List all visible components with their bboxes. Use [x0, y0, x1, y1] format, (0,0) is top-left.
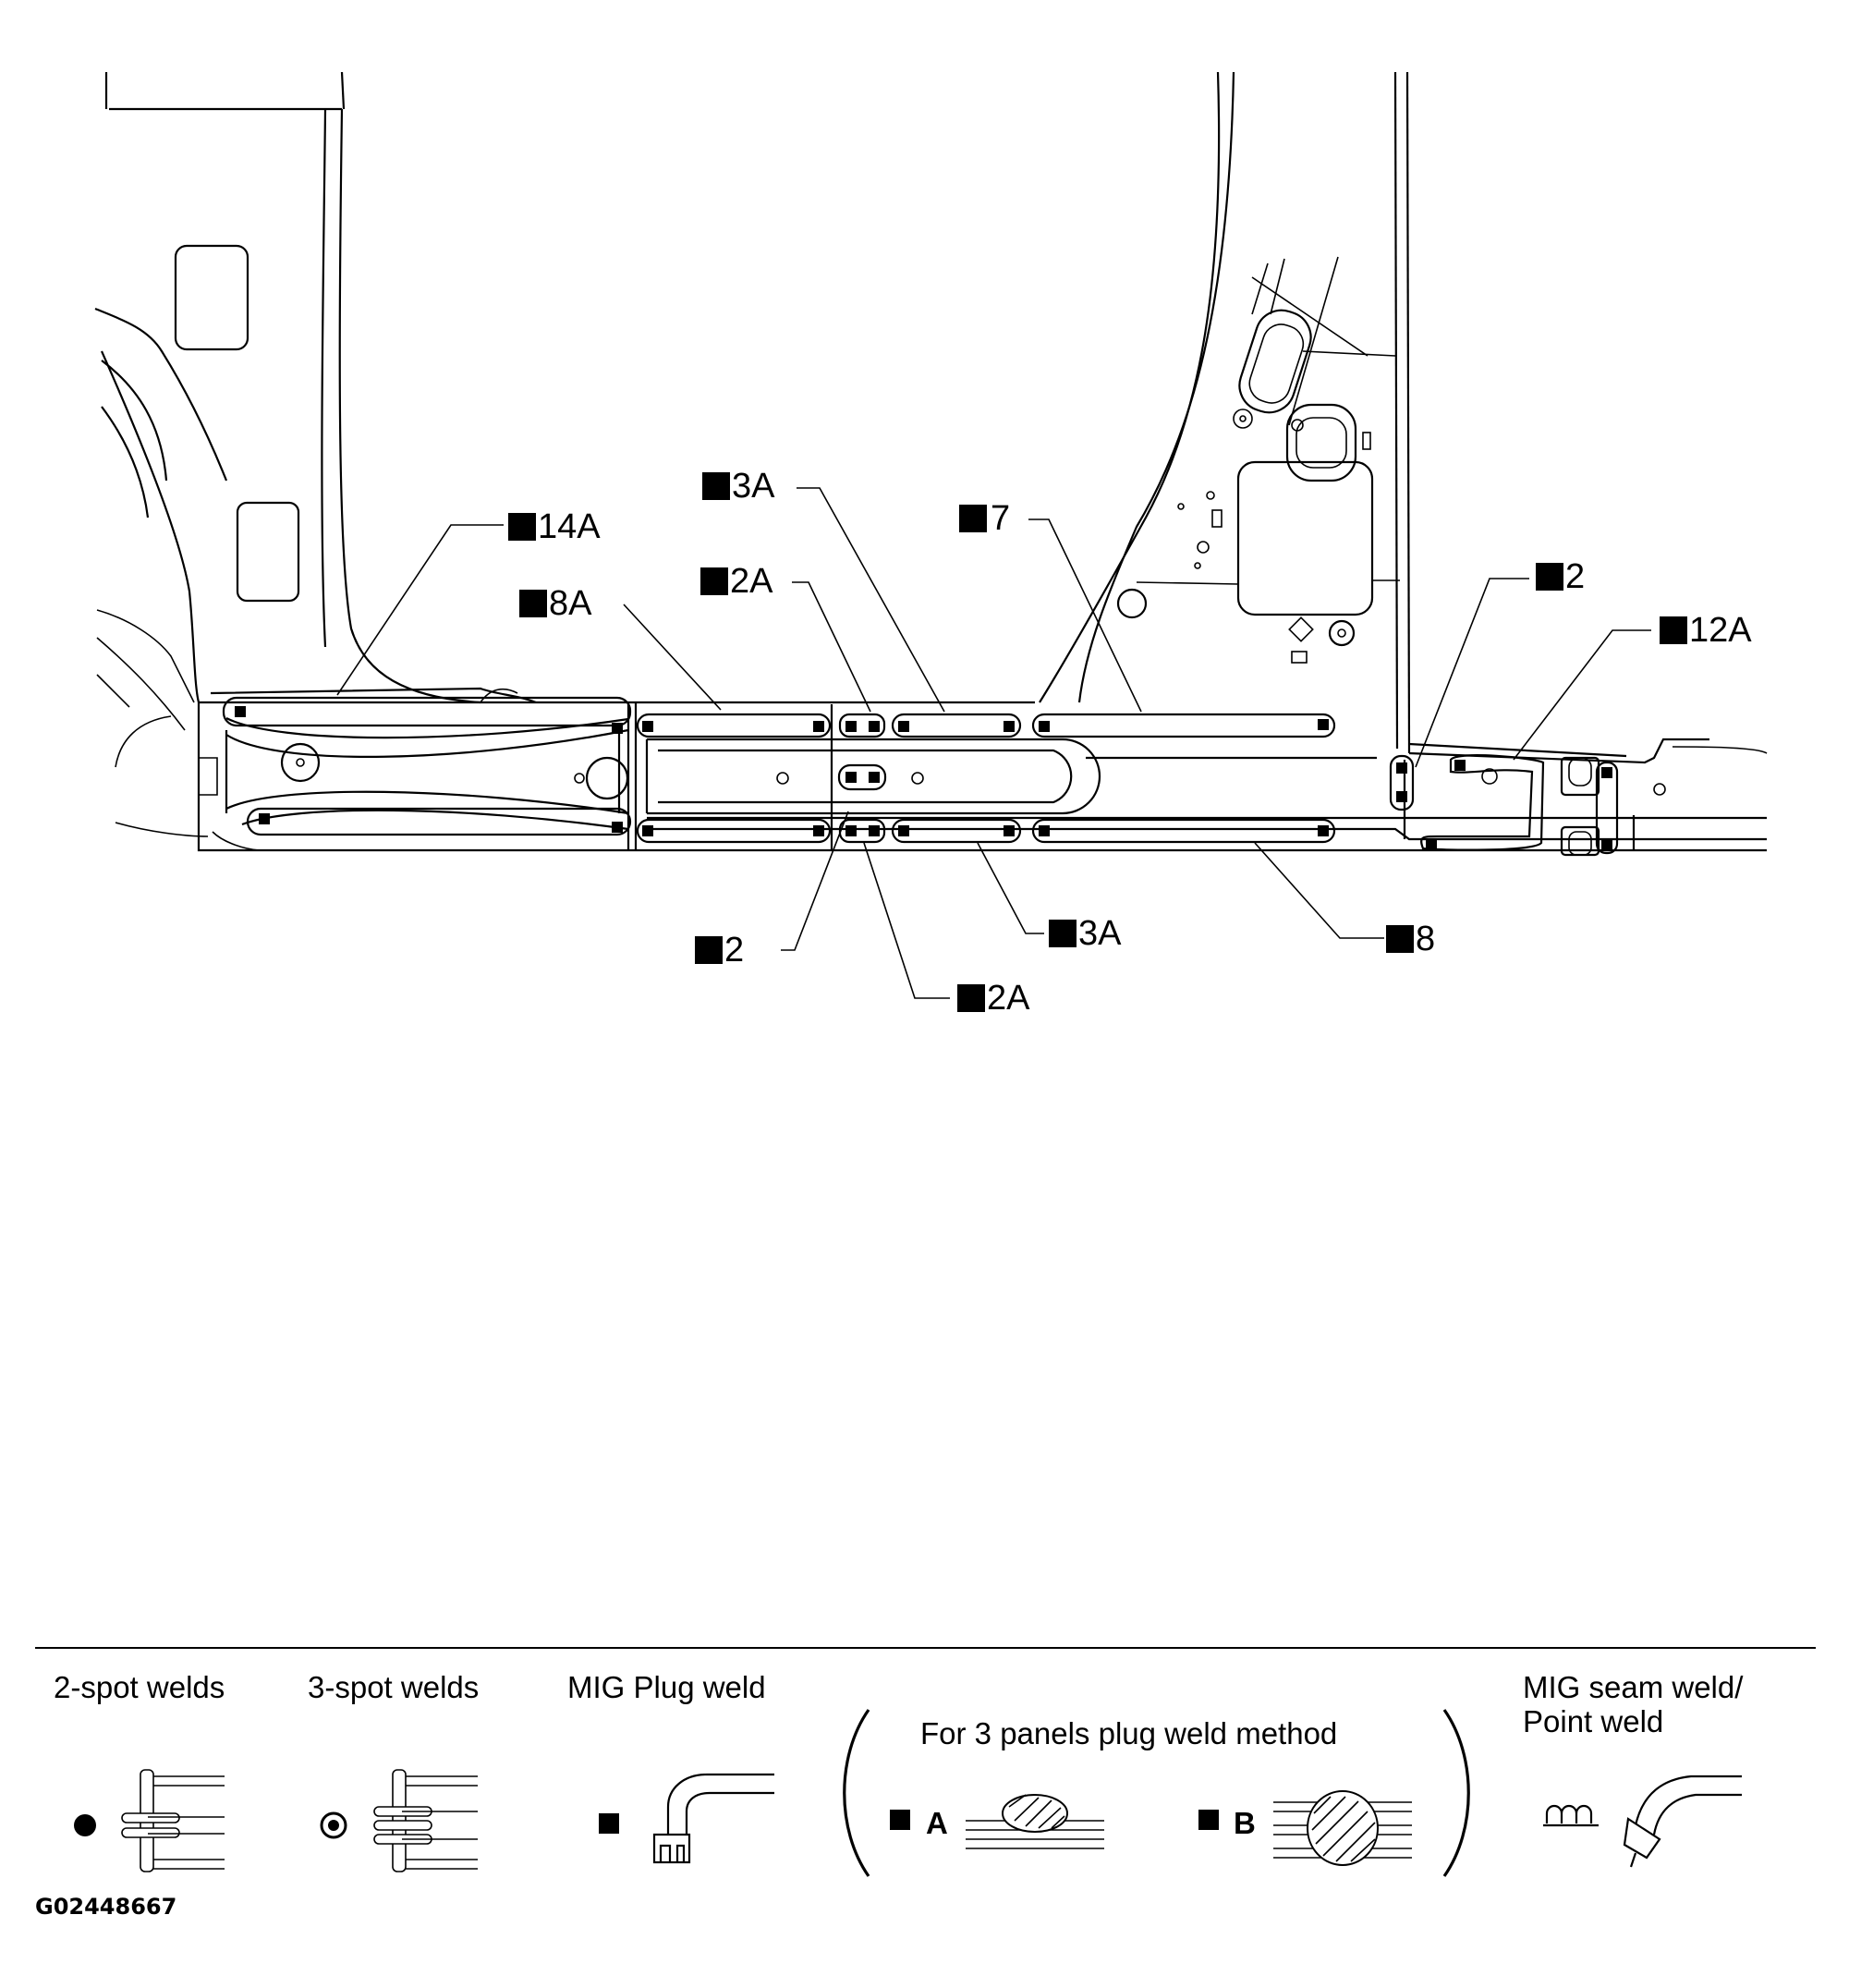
- weld-outline-7: [1031, 713, 1336, 738]
- two-spot-diagram-icon: [121, 1769, 225, 1872]
- weld-outline-12A: [1420, 754, 1545, 851]
- svg-text:2A: 2A: [730, 562, 773, 601]
- seam-weld-icon: [1543, 1804, 1599, 1827]
- weld-outline-2A-bottom: [838, 818, 886, 844]
- legend-two-spot-label: 2-spot welds: [54, 1670, 225, 1704]
- plug-weld-icon: [890, 1810, 910, 1830]
- callout-7: 7: [959, 499, 1010, 538]
- plug-weld-marks: [235, 706, 1612, 850]
- svg-text:2A: 2A: [987, 979, 1030, 1018]
- callout-8A-top: 8A: [519, 584, 592, 623]
- weld-outline-8: [1031, 818, 1336, 844]
- svg-text:8: 8: [1416, 920, 1435, 958]
- legend-mig-plug-label: MIG Plug weld: [567, 1670, 766, 1704]
- weld-outline-8A-top: [636, 713, 832, 738]
- callout-14A: 14A: [508, 507, 601, 546]
- weld-outline-3A-top: [891, 713, 1022, 738]
- center-pillar-drawing: [1039, 71, 1411, 754]
- method-a-section-icon: [966, 1794, 1104, 1849]
- legend-mig-seam-label-line1: MIG seam weld/: [1523, 1670, 1744, 1704]
- method-b-section-icon: [1273, 1790, 1412, 1866]
- spot-weld-icon: [74, 1814, 96, 1836]
- svg-text:3A: 3A: [732, 467, 775, 506]
- legend-mig-seam-label-line2: Point weld: [1523, 1704, 1663, 1738]
- method-a: A: [890, 1794, 1104, 1849]
- callout-3A-top: 3A: [702, 467, 775, 506]
- callout-2A-bottom: 2A: [957, 979, 1030, 1018]
- legend-mig-seam: MIG seam weld/ Point weld: [1523, 1670, 1744, 1868]
- callout-2-bottom: 2: [695, 931, 744, 970]
- plug-weld-icon: [599, 1813, 619, 1834]
- svg-text:14A: 14A: [538, 507, 601, 546]
- svg-text:8A: 8A: [549, 584, 592, 623]
- weld-outline-3A-bottom: [891, 818, 1022, 844]
- figure-code: G02448667: [35, 1894, 176, 1920]
- callout-12A: 12A: [1660, 611, 1752, 650]
- weld-outline-12A-right: [1595, 761, 1619, 855]
- legend-three-spot-label: 3-spot welds: [308, 1670, 479, 1704]
- front-pillar-drawing: [94, 71, 481, 837]
- method-b: B: [1198, 1790, 1412, 1866]
- weld-legend: 2-spot welds 3-spot welds: [35, 1647, 1816, 1920]
- leader-lines: [336, 487, 1651, 999]
- legend-three-spot: 3-spot welds: [308, 1670, 479, 1872]
- rocker-sill-drawing: [197, 687, 1768, 857]
- weld-outline-2A-top: [838, 713, 886, 738]
- legend-three-panels-label: For 3 panels plug weld method: [920, 1716, 1337, 1750]
- weld-outline-14A-lower: [246, 807, 632, 836]
- svg-text:2: 2: [724, 931, 744, 970]
- callout-8-bottom: 8: [1386, 920, 1435, 958]
- mig-torch-icon: [1623, 1775, 1742, 1868]
- svg-text:3A: 3A: [1078, 914, 1122, 953]
- callout-2A-top: 2A: [700, 562, 773, 601]
- svg-text:12A: 12A: [1689, 611, 1752, 650]
- weld-outline-2-center: [837, 763, 887, 791]
- method-b-label: B: [1234, 1806, 1256, 1840]
- legend-mig-plug: MIG Plug weld: [567, 1670, 774, 1864]
- weld-outline-14A: [222, 696, 632, 727]
- svg-text:7: 7: [991, 499, 1010, 538]
- callout-labels: 14A 8A 2A 3A 7 2 12A 2: [508, 467, 1752, 1018]
- mig-torch-icon: [652, 1773, 774, 1864]
- legend-three-panels: For 3 panels plug weld method A B: [843, 1709, 1470, 1877]
- legend-two-spot: 2-spot welds: [54, 1670, 225, 1872]
- plug-weld-icon: [1198, 1810, 1219, 1830]
- three-spot-weld-icon: [320, 1811, 347, 1839]
- weld-outline-8A-bottom: [636, 818, 832, 844]
- left-parenthesis: [843, 1709, 870, 1877]
- weld-outlines: [222, 696, 1619, 855]
- callout-2-right: 2: [1536, 557, 1585, 596]
- right-parenthesis: [1442, 1709, 1470, 1877]
- three-spot-diagram-icon: [373, 1769, 478, 1872]
- callout-3A-bottom: 3A: [1049, 914, 1122, 953]
- method-a-label: A: [926, 1806, 948, 1840]
- weld-outline-2-right: [1389, 754, 1415, 811]
- svg-text:2: 2: [1565, 557, 1585, 596]
